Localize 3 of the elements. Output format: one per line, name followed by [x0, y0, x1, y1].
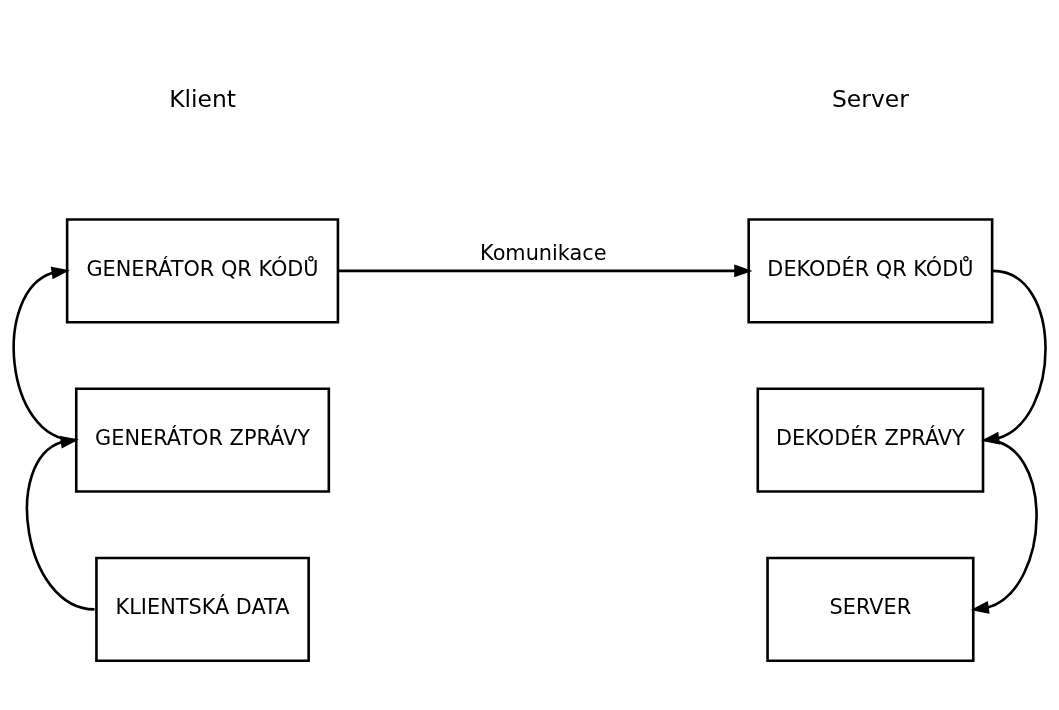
edge-label: Komunikace — [480, 240, 607, 265]
label: Klient — [169, 84, 236, 113]
label: Server — [832, 84, 909, 113]
